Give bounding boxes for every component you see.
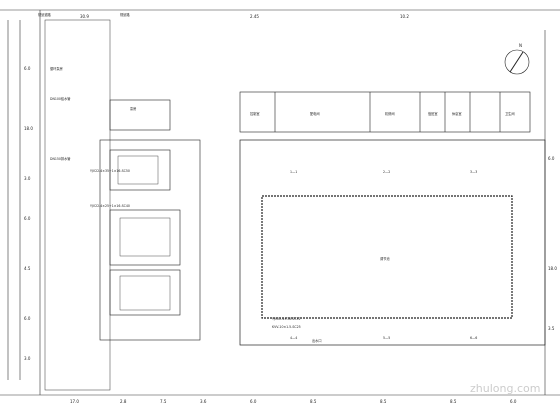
- left-dim-3: 3.0: [24, 176, 31, 181]
- left-block-label: 循环泵房: [50, 66, 63, 71]
- pipe-label-3: YJV22-4×16-SC32: [272, 317, 300, 321]
- bottom-dimensions: 17.0 2.8 7.5 3.6 6.0 8.5 8.5 8.5 6.0: [70, 399, 517, 404]
- north-arrow: [504, 49, 530, 75]
- left-hatched-area: [44, 19, 111, 391]
- pipe-label-1: YJV22-4×35+1×16-SC50: [90, 169, 130, 173]
- left-dim-6: 6.0: [24, 316, 31, 321]
- room-2: 配电间: [310, 111, 320, 116]
- road-label-2: 规划路: [120, 12, 130, 17]
- section-mark-1: 1—1: [290, 170, 297, 174]
- top-dim-2: 2.45: [250, 14, 259, 19]
- north-label: N: [519, 43, 522, 48]
- left-dim-2: 18.0: [24, 126, 33, 131]
- section-mark-5: 5—5: [383, 336, 390, 340]
- section-marks: 1—1 2—2 3—3 4—4 5—5 6—6: [290, 170, 477, 340]
- bottom-dim-6: 8.5: [310, 399, 317, 404]
- room-5: 休息室: [452, 111, 462, 116]
- section-mark-2: 2—2: [383, 170, 390, 174]
- left-dim-1: 6.0: [24, 66, 31, 71]
- left-dim-5: 4.5: [24, 266, 31, 271]
- section-mark-3: 3—3: [470, 170, 477, 174]
- bottom-dim-5: 6.0: [250, 399, 257, 404]
- right-dim-1: 6.0: [548, 156, 555, 161]
- top-dimensions: 30.9 2.45 10.2 规划道路 规划路: [38, 12, 409, 19]
- pipe-labels: YJV22-4×35+1×16-SC50 YJV22-4×25+1×16-SC4…: [90, 169, 301, 329]
- pipe-label-2: YJV22-4×25+1×16-SC40: [90, 204, 130, 208]
- left-note-1: DN100给水管: [50, 96, 71, 101]
- bottom-dim-9: 6.0: [510, 399, 517, 404]
- bottom-dim-3: 7.5: [160, 399, 167, 404]
- left-dim-4: 6.0: [24, 216, 31, 221]
- left-dimensions: 6.0 18.0 3.0 6.0 4.5 6.0 3.0: [24, 66, 33, 361]
- right-dim-2: 18.0: [548, 266, 557, 271]
- room-4: 值班室: [428, 111, 438, 116]
- pool-label: 调节池: [380, 256, 390, 261]
- pump-room-label: 泵房: [130, 106, 136, 111]
- room-6: 卫生间: [505, 111, 515, 116]
- room-strip: [239, 91, 531, 133]
- watermark: zhulong.com: [470, 382, 540, 395]
- left-note-2: DN150排水管: [50, 156, 71, 161]
- outlet-label: 出水口: [312, 338, 322, 343]
- room-3: 机修间: [385, 111, 395, 116]
- left-dim-7: 3.0: [24, 356, 31, 361]
- right-dim-3: 3.5: [548, 326, 555, 331]
- room-1: 控制室: [250, 111, 260, 116]
- pump-room: [99, 99, 201, 341]
- bottom-dim-4: 3.6: [200, 399, 207, 404]
- bottom-dim-8: 8.5: [450, 399, 457, 404]
- right-dimensions: 6.0 18.0 3.5: [548, 156, 557, 331]
- section-mark-4: 4—4: [290, 336, 297, 340]
- section-mark-6: 6—6: [470, 336, 477, 340]
- main-pool: [239, 139, 546, 346]
- bottom-dim-1: 17.0: [70, 399, 79, 404]
- road-label-1: 规划道路: [38, 12, 52, 17]
- top-dim-1: 30.9: [80, 14, 89, 19]
- bottom-dim-2: 2.8: [120, 399, 127, 404]
- pipe-label-4: KVV-10×1.5-SC25: [272, 325, 301, 329]
- bottom-dim-7: 8.5: [380, 399, 387, 404]
- top-dim-3: 10.2: [400, 14, 409, 19]
